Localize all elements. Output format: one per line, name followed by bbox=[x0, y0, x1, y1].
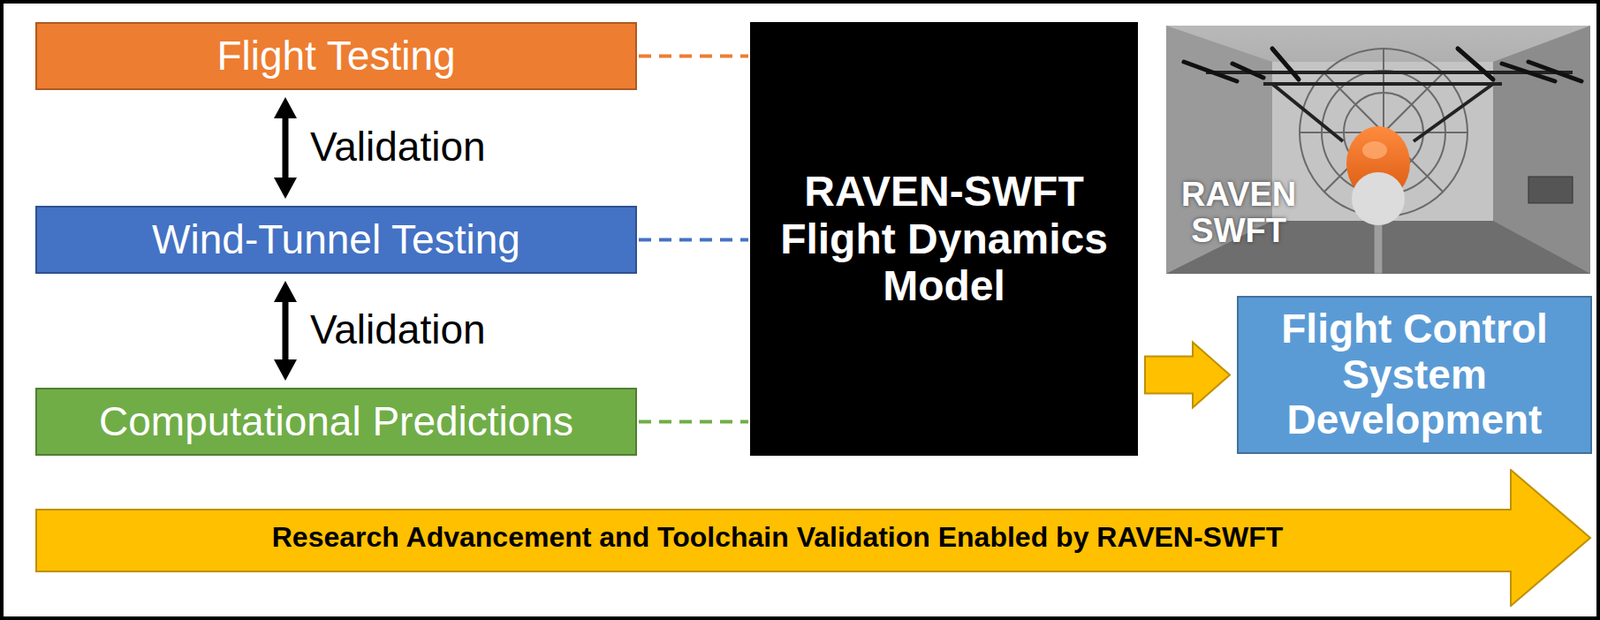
connector bbox=[1145, 342, 1230, 409]
dashed-connector bbox=[638, 238, 749, 243]
dashed-connector bbox=[638, 54, 749, 59]
process-box: Computational Predictions bbox=[35, 387, 637, 456]
node-text: Research Advancement and Toolchain Valid… bbox=[272, 522, 1284, 554]
edge-label: Validation bbox=[310, 124, 486, 170]
node-text: Flight Control System Development bbox=[1245, 306, 1584, 444]
process-box: Wind-Tunnel Testing bbox=[35, 205, 637, 274]
node-text: Computational Predictions bbox=[98, 399, 574, 446]
node-text: RAVEN-SWFT Flight Dynamics Model bbox=[760, 167, 1128, 311]
connector-line bbox=[282, 300, 289, 362]
connector bbox=[638, 421, 749, 423]
model-box: RAVEN-SWFT Flight Dynamics Model bbox=[750, 22, 1138, 456]
photo-label: RAVEN SWFT bbox=[1181, 176, 1297, 250]
connector bbox=[273, 97, 297, 199]
block-arrow-banner: Research Advancement and Toolchain Valid… bbox=[35, 469, 1593, 607]
arrowhead bbox=[273, 97, 297, 119]
block-arrow-fill bbox=[36, 470, 1591, 607]
arrowhead bbox=[273, 359, 297, 381]
arrowhead bbox=[273, 177, 297, 199]
edge-label: Validation bbox=[310, 307, 486, 353]
connector bbox=[638, 55, 749, 57]
node-text: Wind-Tunnel Testing bbox=[151, 217, 521, 264]
arrowhead bbox=[273, 280, 297, 303]
process-box: Flight Testing bbox=[35, 22, 637, 91]
connector-line bbox=[282, 116, 289, 180]
output-box: Flight Control System Development bbox=[1236, 295, 1593, 455]
node-text: Flight Testing bbox=[216, 33, 455, 80]
connector bbox=[273, 280, 297, 381]
wind-tunnel-photo bbox=[1166, 25, 1591, 274]
connector bbox=[638, 239, 749, 241]
block-arrow bbox=[1145, 342, 1230, 409]
dashed-connector bbox=[638, 420, 749, 425]
